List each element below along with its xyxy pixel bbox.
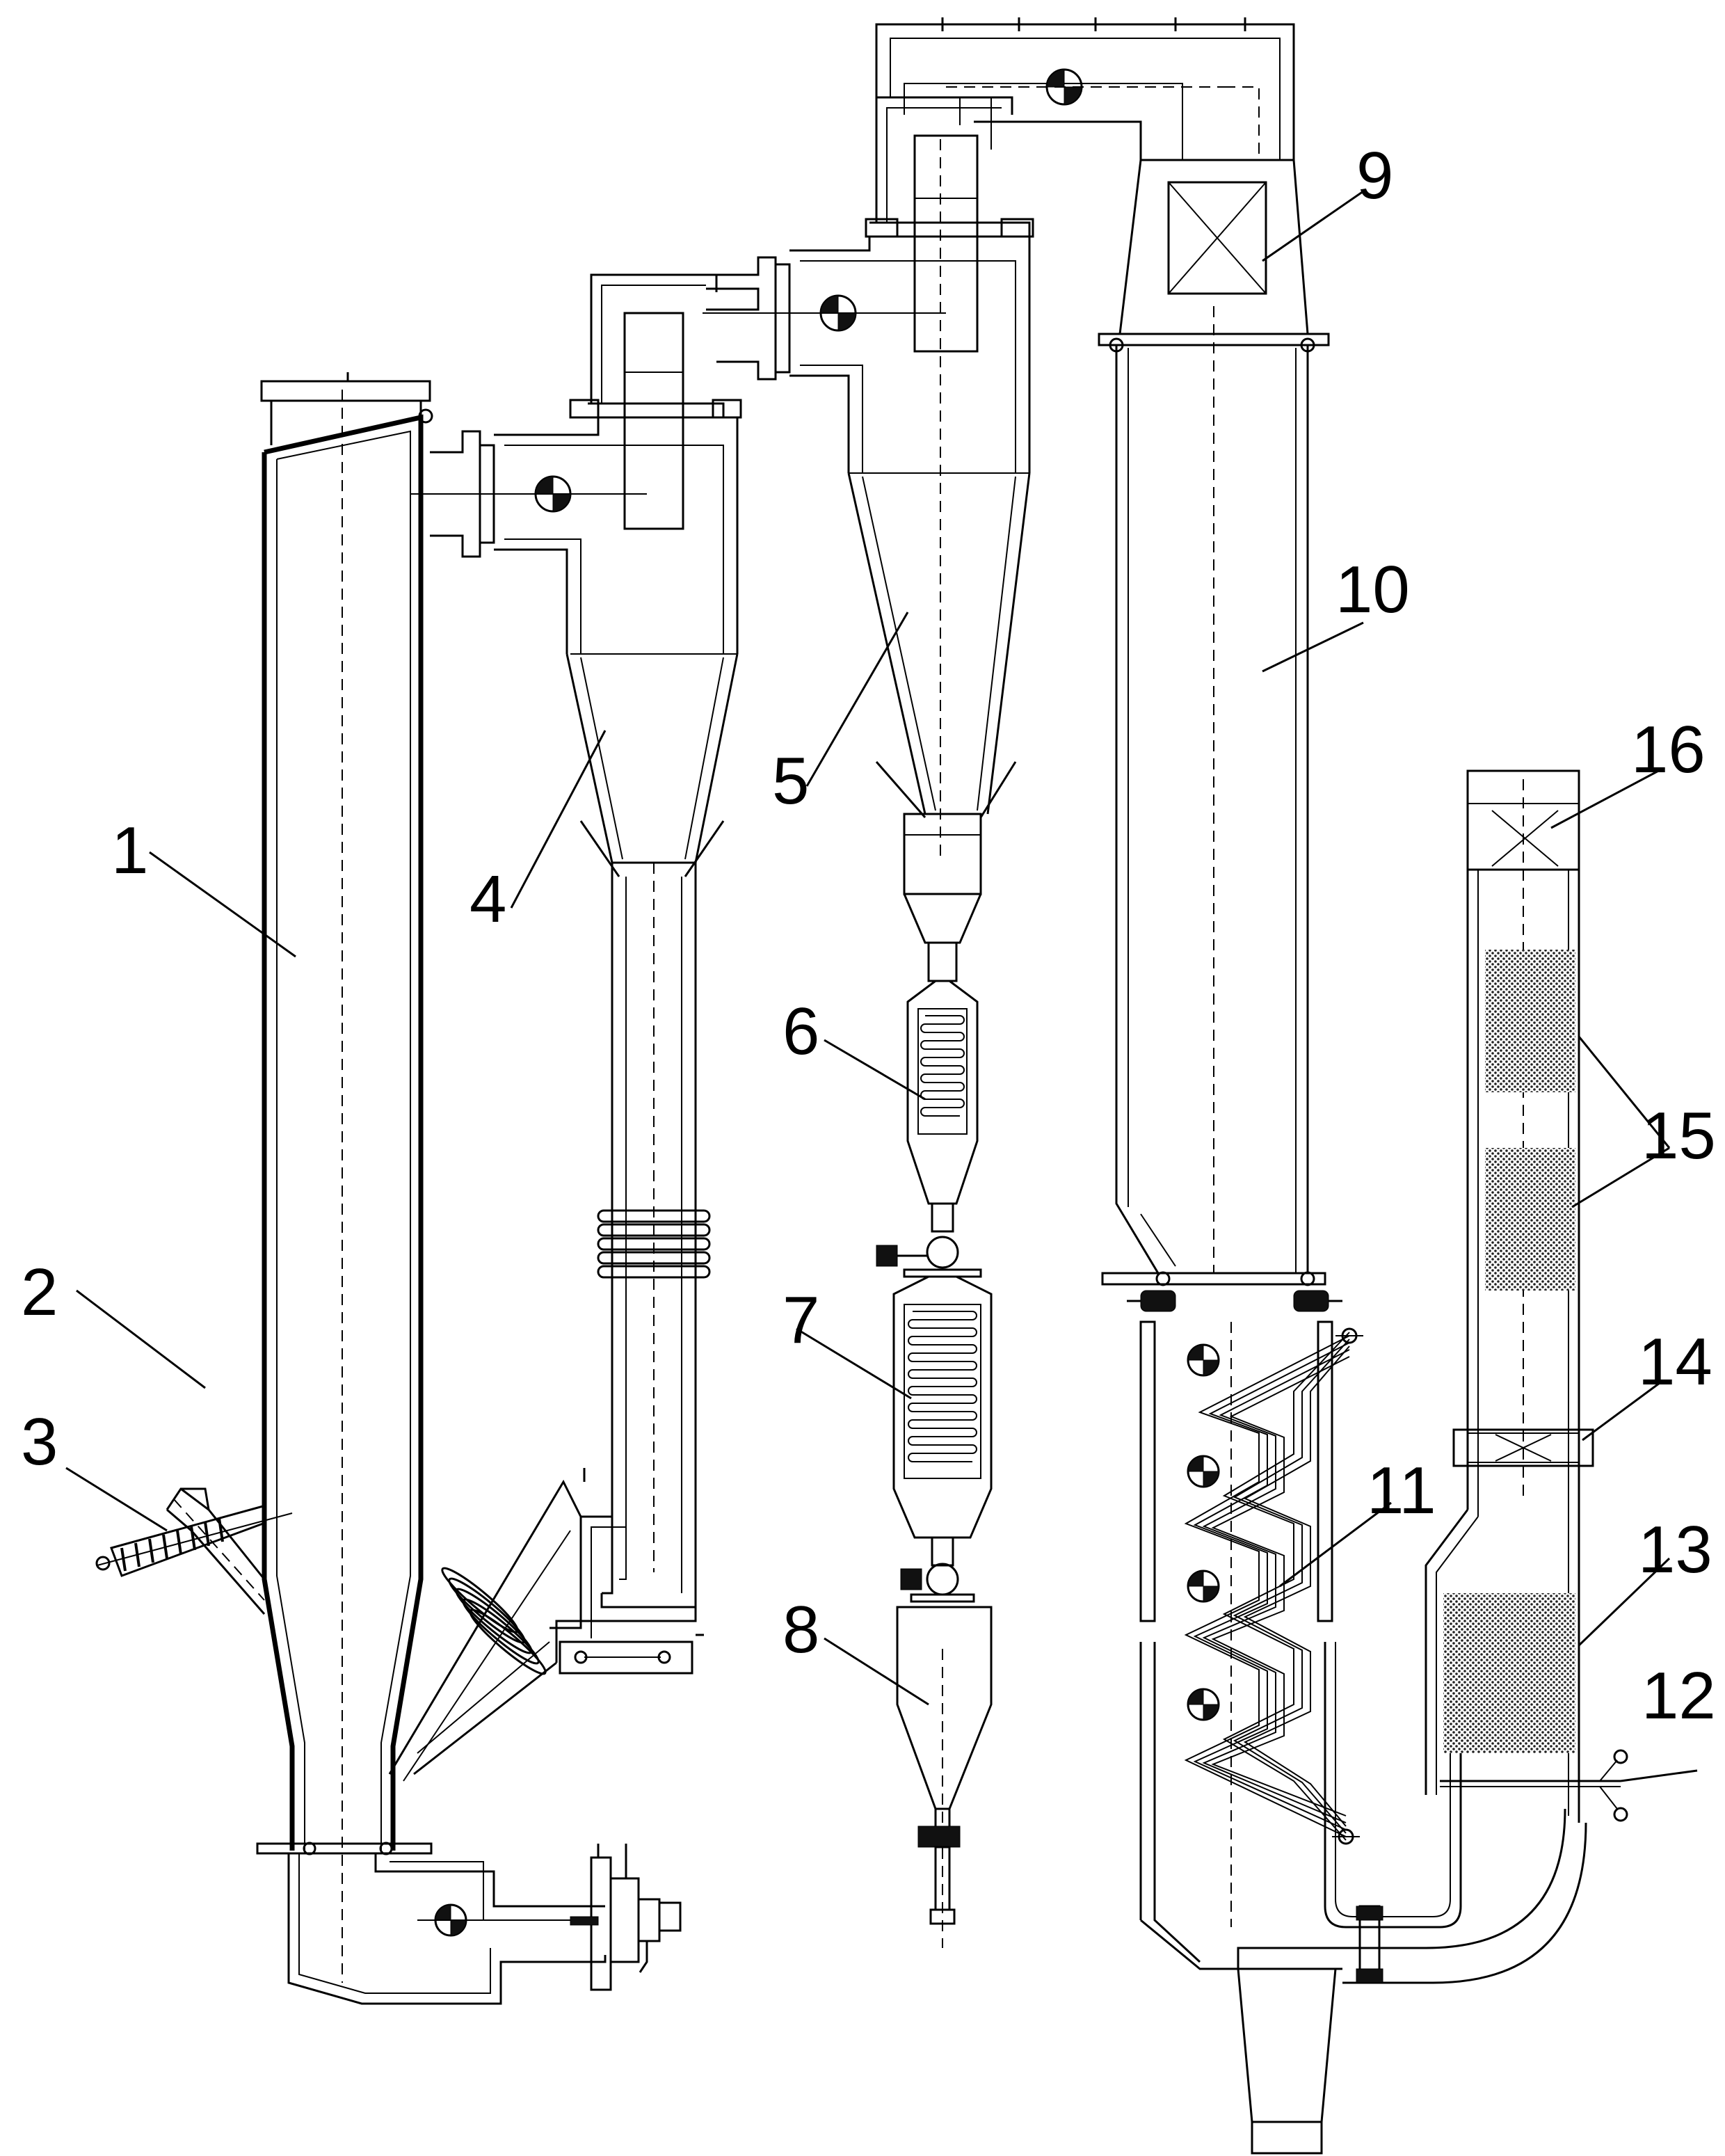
label-16: 16 [1631,712,1706,787]
leader-lines [65,190,1698,1782]
label-15: 15 [1642,1099,1716,1173]
label-9: 9 [1356,138,1393,213]
ash-bin [896,1606,993,1948]
number-labels: 1 2 3 4 5 6 7 8 9 10 11 12 13 14 15 16 [21,138,1716,1733]
ash-cooler-upper [876,980,982,1278]
ash-cooler-lower [892,1275,993,1603]
heat-exchange-vessel [1101,306,1326,1286]
label-10: 10 [1335,552,1410,627]
label-8: 8 [783,1592,819,1667]
label-4: 4 [470,862,506,936]
label-5: 5 [772,744,809,818]
riser-furnace [256,372,682,2005]
label-11: 11 [1367,1453,1436,1528]
label-6: 6 [783,994,819,1069]
top-flue-duct [875,17,1295,160]
label-1: 1 [111,813,148,888]
label-12: 12 [1642,1659,1716,1733]
second-cyclone [703,96,1034,982]
screw-feeder [95,1505,293,1577]
heat-recovery-tower [1425,769,1628,1823]
label-2: 2 [21,1255,58,1329]
label-7: 7 [783,1283,819,1357]
label-14: 14 [1638,1325,1712,1399]
label-13: 13 [1638,1512,1712,1587]
first-cyclone [388,273,760,1782]
lower-vessel [1127,1290,1587,2155]
inlet-box [1098,159,1330,353]
label-3: 3 [21,1405,58,1479]
